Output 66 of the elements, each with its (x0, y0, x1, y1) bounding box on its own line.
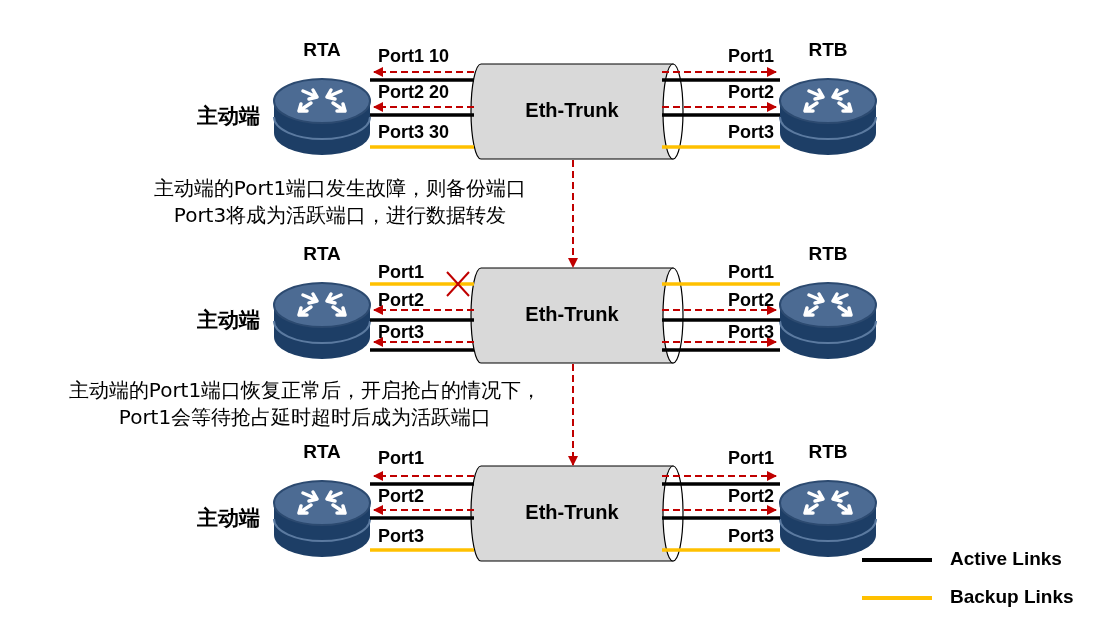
router-name: RTA (302, 244, 342, 264)
role-label: 主动端 (197, 310, 260, 330)
traffic-arrow (373, 67, 475, 77)
trunk-label: Eth-Trunk (524, 502, 620, 522)
port-label: Port1 10 (378, 47, 450, 65)
port-label: Port1 (728, 263, 774, 281)
traffic-arrow (373, 471, 475, 481)
port-label: Port1 (728, 449, 774, 467)
port-label: Port3 (378, 323, 424, 341)
link-line (370, 78, 474, 82)
traffic-arrow (661, 67, 777, 77)
link-line (370, 482, 474, 486)
port-label: Port2 (728, 291, 774, 309)
role-label: 主动端 (197, 106, 260, 126)
link-line (370, 516, 474, 520)
port-label: Port2 (378, 291, 424, 309)
link-line (662, 318, 780, 322)
router-name: RTB (807, 244, 849, 264)
traffic-arrow (661, 505, 777, 515)
link-line (370, 548, 474, 552)
port-label: Port3 (728, 527, 774, 545)
annotation-text: 主动端的Port1端口发生故障，则备份端口Port3将成为活跃端口，进行数据转发 (152, 175, 528, 229)
trunk-label: Eth-Trunk (524, 100, 620, 120)
role-label: 主动端 (197, 508, 260, 528)
annotation-text: 主动端的Port1端口恢复正常后，开启抢占的情况下，Port1会等待抢占延时超时后成为活跃端口 (68, 377, 542, 431)
link-line (370, 113, 474, 117)
router-name: RTA (302, 442, 342, 462)
port-label: Port2 20 (378, 83, 450, 101)
traffic-arrow (373, 305, 475, 315)
link-line (662, 282, 780, 286)
traffic-arrow (568, 363, 578, 466)
traffic-arrow (661, 305, 777, 315)
link-line (662, 548, 780, 552)
link-line (370, 348, 474, 352)
traffic-arrow (661, 337, 777, 347)
link-line (662, 348, 780, 352)
link-line (662, 482, 780, 486)
port-label: Port2 (378, 487, 424, 505)
traffic-arrow (373, 505, 475, 515)
port-label: Port3 (378, 527, 424, 545)
port-label: Port2 (728, 83, 774, 101)
port-label: Port3 30 (378, 123, 450, 141)
port-label: Port2 (728, 487, 774, 505)
link-line (370, 318, 474, 322)
link-line (370, 282, 474, 286)
link-line (662, 113, 780, 117)
link-line (662, 145, 780, 149)
traffic-arrow (373, 337, 475, 347)
traffic-arrow (373, 102, 475, 112)
trunk-label: Eth-Trunk (524, 304, 620, 324)
link-line (370, 145, 474, 149)
port-label: Port3 (728, 323, 774, 341)
traffic-arrow (661, 102, 777, 112)
traffic-arrow (661, 471, 777, 481)
port-label: Port3 (728, 123, 774, 141)
port-label: Port1 (378, 263, 424, 281)
router-name: RTB (807, 442, 849, 462)
legend-label: Backup Links (950, 587, 1074, 607)
port-label: Port1 (378, 449, 424, 467)
router-name: RTB (807, 40, 849, 60)
router-name: RTA (302, 40, 342, 60)
traffic-arrow (568, 159, 578, 268)
link-line (662, 516, 780, 520)
link-line (662, 78, 780, 82)
legend-label: Active Links (950, 549, 1062, 569)
port-label: Port1 (728, 47, 774, 65)
